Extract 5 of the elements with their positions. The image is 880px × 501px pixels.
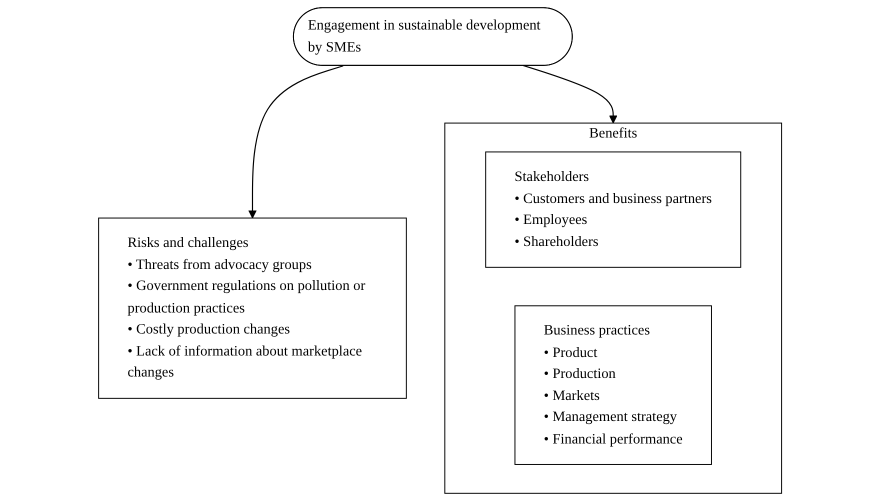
arrow: [248, 65, 344, 218]
node-box: Business practices • Product • Production • Markets • Management strategy • Financial performance: [514, 305, 712, 465]
node-box: Stakeholders • Customers and business partners • Employees • Shareholders: [485, 151, 742, 268]
arrow: [522, 64, 618, 124]
node-box: Risks and challenges • Threats from advocacy groups • Government regulations on pollution or production practices • Costly production changes • Lack of information about marketplace changes: [98, 218, 407, 399]
